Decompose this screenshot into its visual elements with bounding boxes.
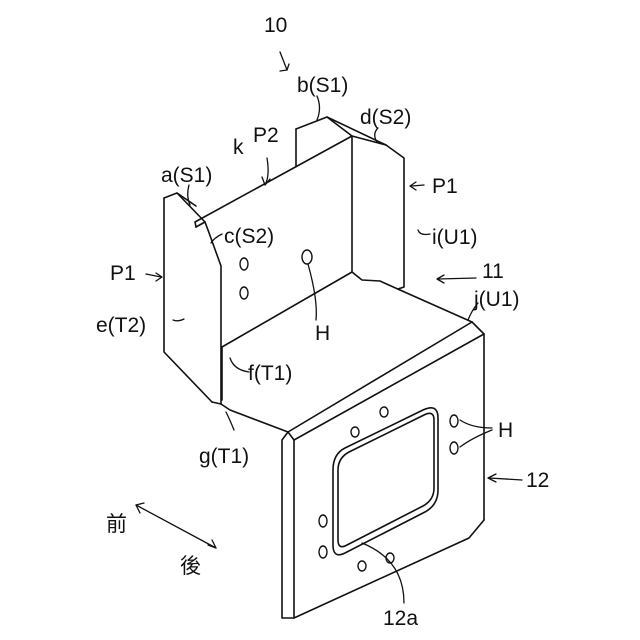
leader-12 xyxy=(489,478,522,480)
label-front: 前 xyxy=(106,513,127,536)
leader-b xyxy=(317,96,320,120)
label-12: 12 xyxy=(526,469,549,492)
leader-10 xyxy=(280,52,287,70)
front-plate-12 xyxy=(282,334,484,618)
leader-i xyxy=(418,230,430,235)
leader-e xyxy=(173,319,184,321)
label-c-s2: c(S2) xyxy=(224,225,274,248)
leader-c xyxy=(211,234,222,243)
leader-f xyxy=(230,358,249,372)
label-g-t1: g(T1) xyxy=(199,445,249,468)
label-i-u1: i(U1) xyxy=(432,226,478,249)
label-p1-right: P1 xyxy=(432,175,458,198)
label-b-s1: b(S1) xyxy=(297,74,348,97)
direction-arrow xyxy=(136,505,216,548)
label-h-center: H xyxy=(315,322,330,345)
label-back: 後 xyxy=(180,555,201,578)
leader-p1-right xyxy=(412,185,424,186)
label-h-right: H xyxy=(498,419,513,442)
label-10: 10 xyxy=(264,14,287,37)
label-e-t2: e(T2) xyxy=(96,314,146,337)
label-f-t1: f(T1) xyxy=(248,362,292,385)
left-side-wall xyxy=(164,193,221,404)
label-d-s2: d(S2) xyxy=(360,106,411,129)
leader-h-right-2 xyxy=(460,430,492,447)
label-k: k xyxy=(233,136,244,159)
leader-11 xyxy=(438,278,476,279)
leader-12a xyxy=(362,543,404,603)
label-11: 11 xyxy=(482,260,504,283)
leader-d xyxy=(375,128,378,142)
base-plate-11 xyxy=(221,322,484,520)
leader-h-right-1 xyxy=(460,420,492,428)
label-a-s1: a(S1) xyxy=(161,164,212,187)
leader-h-center xyxy=(308,264,316,320)
label-j-u1: j(U1) xyxy=(473,288,520,311)
label-p1-left: P1 xyxy=(110,262,136,285)
label-12a: 12a xyxy=(383,607,418,630)
leader-g xyxy=(226,412,234,430)
holes-h xyxy=(240,250,458,571)
label-p2: P2 xyxy=(253,124,279,147)
